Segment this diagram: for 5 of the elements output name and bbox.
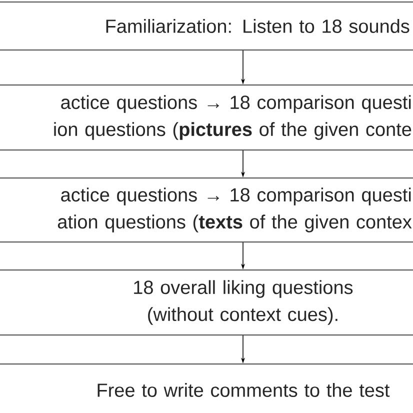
step-box: actice questions → 18 comparison questi ation questions (texts of the given contex [0, 178, 413, 242]
step-box: Familiarization: Listen to 18 sounds [0, 2, 413, 50]
step-box: actice questions → 18 comparison questi ion questions (pictures of the given conte [0, 84, 413, 150]
step-box: 18 overall liking questions (without context cues). [0, 270, 413, 336]
step-box: Free to write comments to the test [0, 364, 413, 413]
